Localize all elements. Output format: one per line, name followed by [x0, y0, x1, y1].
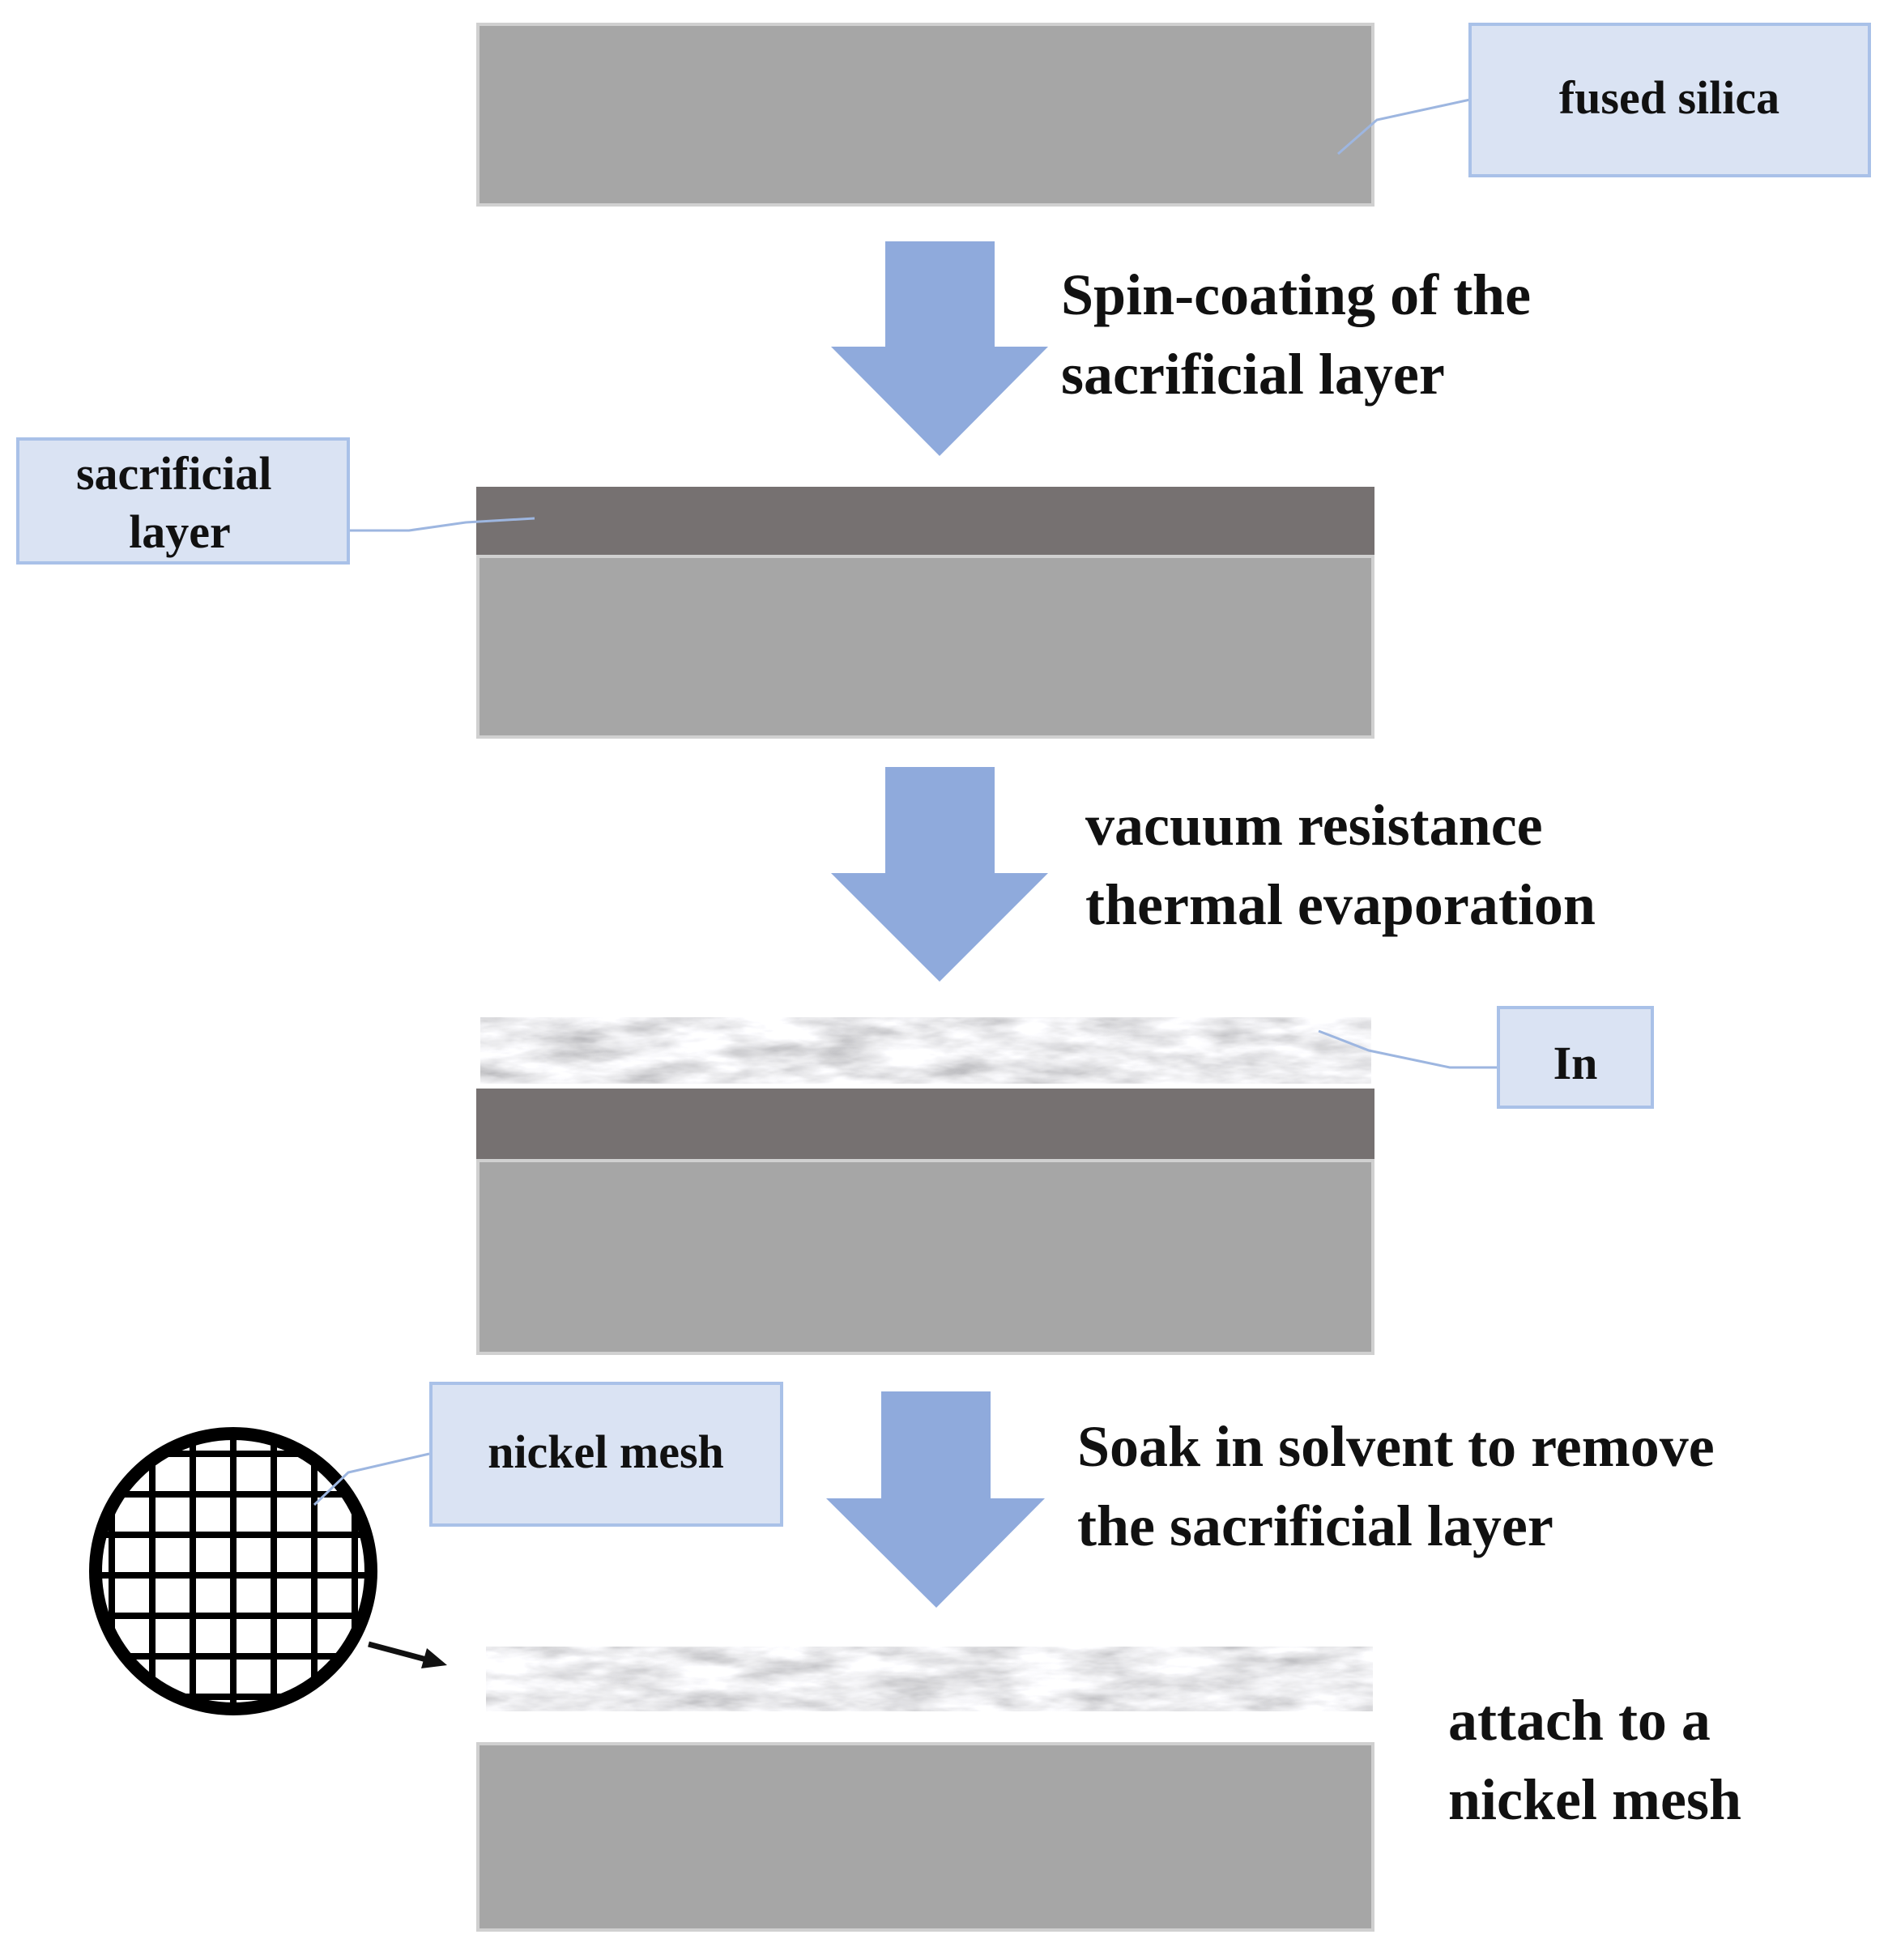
sacrificial-layer-rect-3: [476, 1089, 1374, 1160]
substrate-3: [476, 1159, 1374, 1355]
nickel-mesh-ring: [89, 1427, 377, 1715]
down-arrow-3: [826, 1391, 1045, 1608]
substrate-2: [476, 555, 1374, 739]
nickel-mesh-leader-line: [313, 1452, 430, 1506]
stage-3-indium-stack: In: [476, 1006, 1654, 1355]
fused-silica-label: fused silica: [1559, 71, 1779, 124]
sacrificial-label: sacrificial layer: [76, 447, 283, 558]
indium-leader-line: [1318, 1029, 1498, 1069]
indium-label: In: [1553, 1037, 1598, 1089]
sacrificial-leader-line: [350, 517, 535, 532]
step-3-text: Soak in solvent to remove the sacrificia…: [1077, 1414, 1729, 1558]
fused-silica-callout: [1468, 23, 1871, 177]
mesh-attach-arrowhead: [421, 1648, 447, 1668]
indium-callout: [1497, 1006, 1654, 1109]
stage-2-sacrificial: sacrificial layer: [16, 437, 1374, 739]
mesh-attach-arrow-shaft: [368, 1641, 430, 1664]
substrate-4: [476, 1742, 1374, 1932]
down-arrow-1: [831, 241, 1048, 456]
nickel-mesh-grid: [89, 1427, 377, 1715]
stage-4-released: [476, 1647, 1374, 1932]
nickel-mesh-label: nickel mesh: [488, 1425, 724, 1478]
indium-film-released: [486, 1647, 1373, 1711]
step-4-text: attach to a nickel mesh: [1448, 1688, 1741, 1832]
stage-1-fused-silica: fused silica: [476, 23, 1871, 207]
down-arrow-2: [831, 767, 1048, 982]
sacrificial-layer-rect: [476, 487, 1374, 555]
indium-film: [480, 1017, 1371, 1084]
step-2-text: vacuum resistance thermal evaporation: [1085, 793, 1596, 937]
sacrificial-callout: [16, 437, 350, 565]
fused-silica-substrate: [476, 23, 1374, 207]
step-1-text: Spin-coating of the sacrificial layer: [1061, 262, 1545, 407]
nickel-mesh-callout: [429, 1382, 783, 1527]
fused-silica-leader-line: [1337, 98, 1471, 156]
